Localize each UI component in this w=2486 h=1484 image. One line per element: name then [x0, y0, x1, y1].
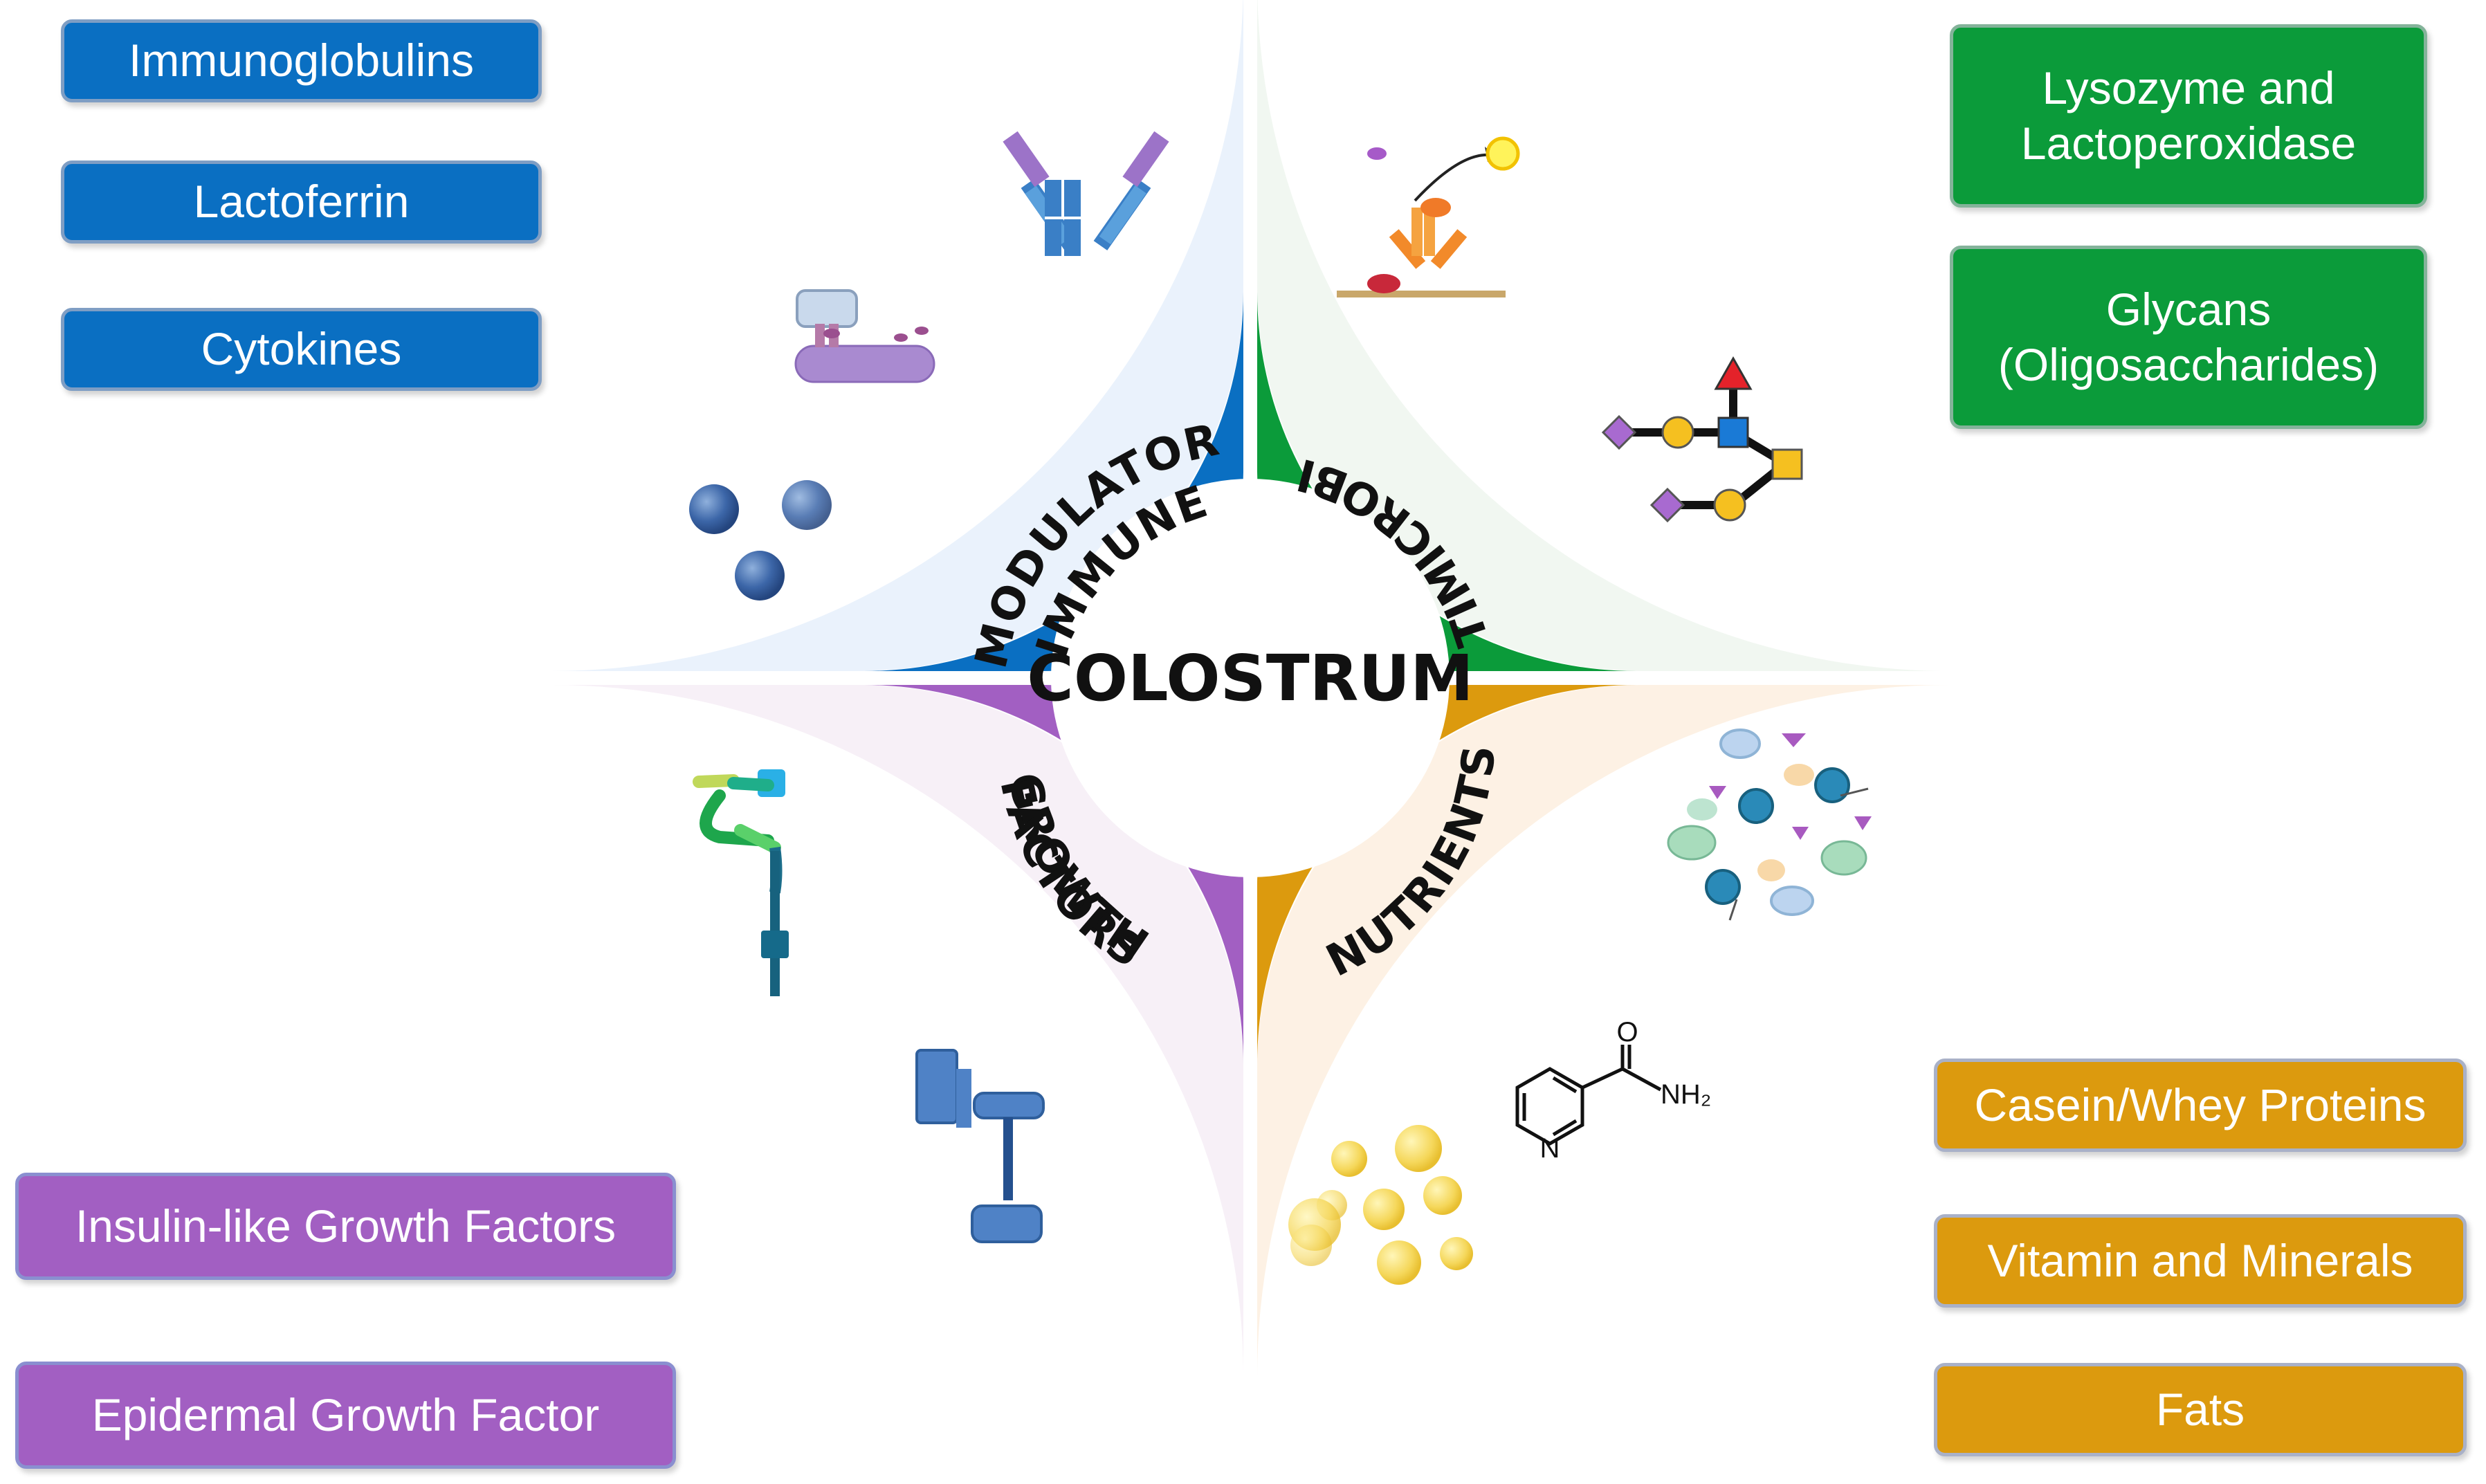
box-vitamin-text: Vitamin and Minerals: [1987, 1234, 2413, 1286]
box-epidermal-growth-factor: Epidermal Growth Factor: [15, 1362, 676, 1469]
box-epidermal-text: Epidermal Growth Factor: [91, 1389, 600, 1440]
box-vitamin-minerals: Vitamin and Minerals: [1934, 1214, 2467, 1308]
center-circle: [1051, 479, 1450, 877]
box-lysozyme-lactoperoxidase: Lysozyme and Lactoperoxidase: [1950, 24, 2427, 208]
fat-droplets-icon: [1288, 1125, 1473, 1285]
box-lactoferrin: Lactoferrin: [61, 161, 542, 244]
box-lysozyme-line1: Lysozyme and: [2042, 62, 2335, 114]
growth-quadrant-bg: [551, 685, 1243, 1377]
box-lactoferrin-text: Lactoferrin: [193, 176, 410, 228]
box-casein-text: Casein/Whey Proteins: [1974, 1079, 2426, 1130]
box-casein-whey-proteins: Casein/Whey Proteins: [1934, 1059, 2467, 1152]
box-cytokines-text: Cytokines: [201, 323, 402, 375]
receptor-cell-icon: [794, 289, 935, 383]
molecule-amine-label: NH₂: [1661, 1079, 1711, 1110]
box-lysozyme-line2: Lactoperoxidase: [2020, 117, 2357, 169]
box-cytokines: Cytokines: [61, 308, 542, 391]
box-glycans-line1: Glycans: [2105, 284, 2272, 336]
box-glycans: Glycans (Oligosaccharides): [1950, 246, 2427, 429]
receptor-protein-icon: [693, 769, 789, 996]
immune-quadrant-bg: [551, 0, 1243, 671]
nutrients-quadrant-bg: [1257, 685, 1949, 1377]
box-fats: Fats: [1934, 1363, 2467, 1456]
antibody-icon: [1003, 131, 1169, 256]
glycan-chain-icon: [1601, 356, 1803, 523]
growth-factor-dimer-icon: [915, 1049, 1045, 1243]
cytokine-spheres-icon: [689, 480, 832, 601]
box-insulin-like-growth-factors: Insulin-like Growth Factors: [15, 1173, 676, 1280]
antimicrobial-quadrant-bg: [1257, 0, 1949, 671]
protein-cluster-icon: [1667, 729, 1872, 921]
molecule-nitrogen-label: N: [1540, 1133, 1560, 1164]
box-immunoglobulins-text: Immunoglobulins: [129, 35, 474, 86]
center-title: COLOSTRUM: [1027, 641, 1473, 715]
box-insulin-text: Insulin-like Growth Factors: [75, 1200, 616, 1252]
box-glycans-line2: (Oligosaccharides): [1998, 338, 2379, 390]
enzyme-reaction-icon: [1337, 136, 1520, 297]
nicotinamide-molecule-icon: [1515, 1045, 1662, 1146]
molecule-oxygen-label: O: [1616, 1017, 1638, 1047]
box-fats-text: Fats: [2155, 1383, 2245, 1435]
box-immunoglobulins: Immunoglobulins: [61, 19, 542, 102]
